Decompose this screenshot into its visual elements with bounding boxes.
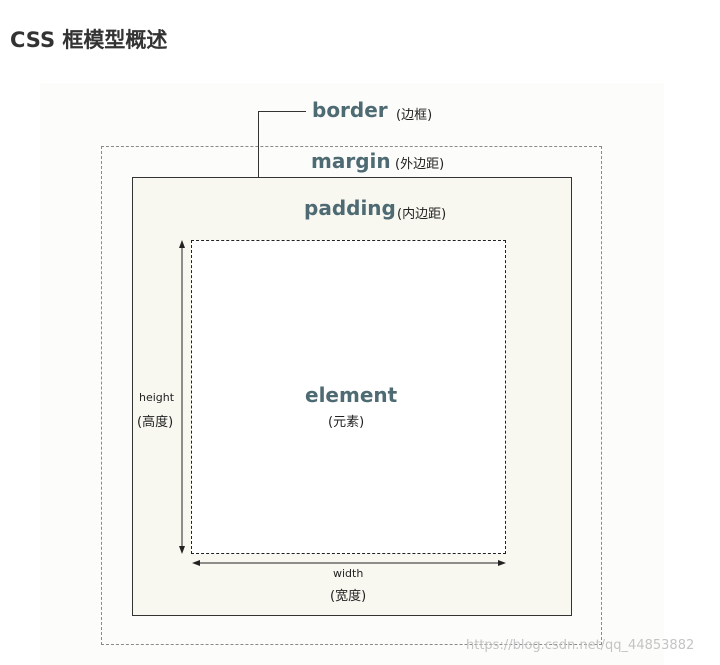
height-arrow [179,240,185,554]
margin-label: margin [311,149,391,173]
border-label-zh: (边框) [396,108,433,123]
height-label-zh: (高度) [137,415,174,430]
element-area [191,240,506,554]
padding-label: padding [304,196,396,220]
element-label-zh: (元素) [328,415,365,430]
border-callout-line-vertical [258,111,259,177]
margin-area [101,146,602,645]
padding-label-zh: (内边距) [397,207,447,222]
element-label: element [305,383,398,407]
width-label: width [333,567,364,580]
watermark: https://blog.csdn.net/qq_44853882 [466,638,695,653]
border-label: border [312,98,388,122]
margin-label-zh: (外边距) [395,157,445,172]
width-arrow [192,560,506,566]
page-title: CSS 框模型概述 [10,28,168,52]
width-label-zh: (宽度) [330,589,367,604]
border-callout-line-horizontal [258,111,306,112]
height-label: height [139,391,175,404]
